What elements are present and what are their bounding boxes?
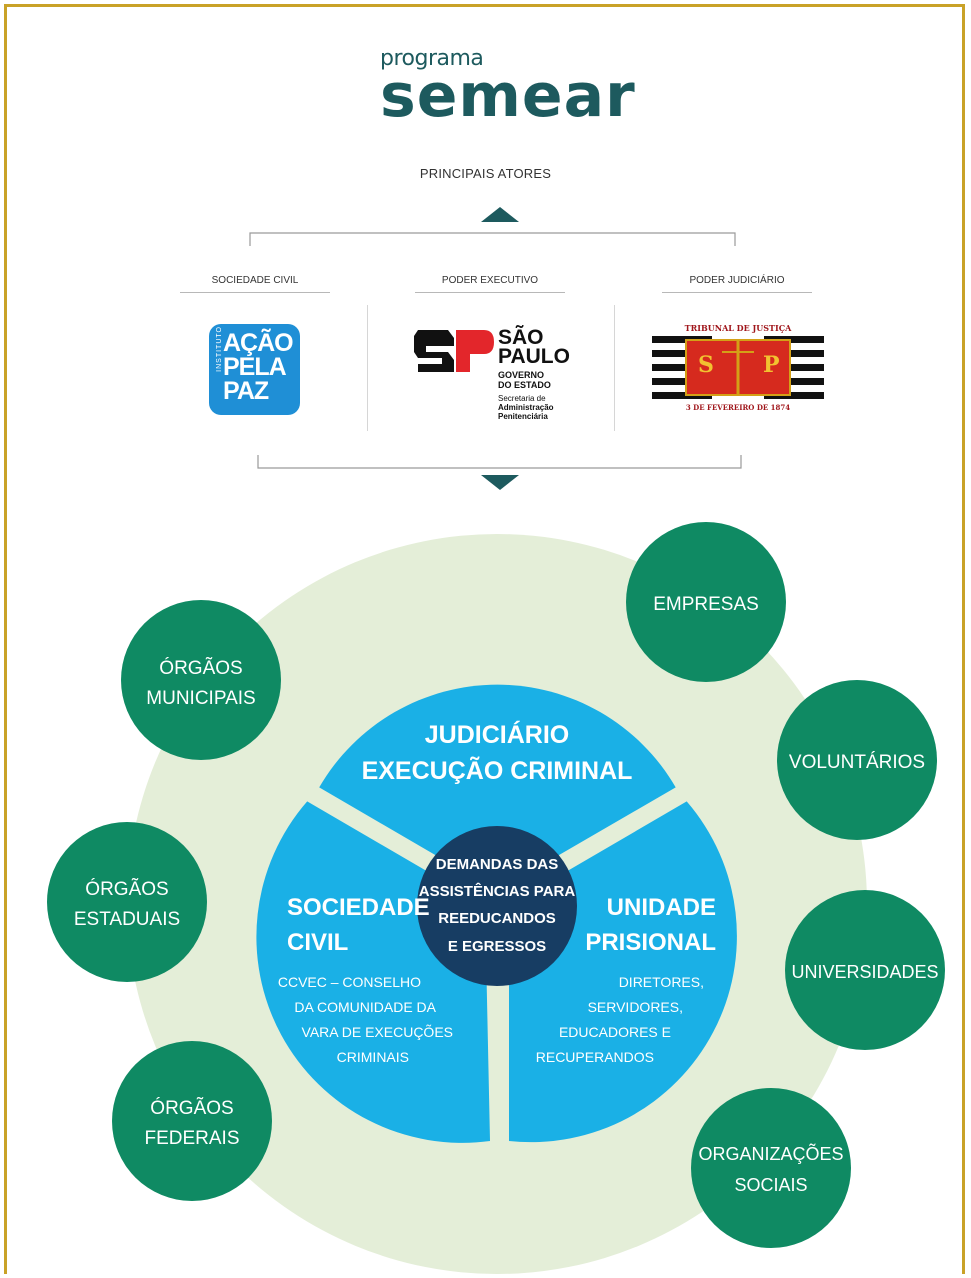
municipais-line2: MUNICIPAIS [146, 688, 255, 709]
sociedade-desc2: DA COMUNIDADE DA [294, 999, 436, 1015]
sp-mark-icon [414, 330, 494, 372]
sociedade-title1: SOCIEDADE [287, 894, 430, 921]
empresas-label: EMPRESAS [653, 594, 759, 615]
sociedade-title2: CIVIL [287, 929, 348, 956]
acao-pela-paz-logo: INSTITUTO AÇÃO PELA PAZ [209, 324, 300, 415]
label-poder-executivo: PODER EXECUTIVO [415, 275, 565, 293]
unidade-desc4: RECUPERANDOS [536, 1049, 654, 1065]
organizacoes-line2: SOCIAIS [734, 1175, 807, 1195]
circle-orgaos-estaduais [47, 822, 207, 982]
federais-line1: ÓRGÃOS [150, 1097, 233, 1119]
tribunal-de-justica-logo: TRIBUNAL DE JUSTIÇA S P 3 DE FEVEREIRO D… [652, 318, 824, 418]
sao-paulo-governo-logo: SÃO PAULO GOVERNO DO ESTADO Secretaria d… [414, 326, 574, 430]
judiciario-line1: JUDICIÁRIO [425, 720, 569, 749]
logo-word-2: PELA [223, 353, 287, 381]
unidade-desc3: EDUCADORES E [559, 1024, 671, 1040]
circle-empresas [626, 522, 786, 682]
tj-flag-icon [652, 334, 824, 401]
column-divider [614, 305, 615, 431]
arrow-up-icon [481, 207, 519, 222]
unidade-title2: PRISIONAL [585, 929, 716, 956]
federais-line2: FEDERAIS [144, 1128, 239, 1149]
unidade-title1: UNIDADE [607, 894, 716, 921]
circle-universidades [785, 890, 945, 1050]
tj-bottom-text: 3 DE FEVEREIRO DE 1874 [685, 403, 791, 412]
universidades-label: UNIVERSIDADES [791, 962, 938, 982]
circle-organizacoes-sociais [691, 1088, 851, 1248]
tj-letter-p: P [763, 352, 780, 378]
sp-gov-1: GOVERNO [498, 370, 545, 380]
organizacoes-line1: ORGANIZAÇÕES [698, 1143, 843, 1164]
municipais-line1: ÓRGÃOS [159, 657, 242, 679]
center-circle [417, 826, 577, 986]
label-sociedade-civil: SOCIEDADE CIVIL [180, 275, 330, 293]
sociedade-desc4: CRIMINAIS [337, 1049, 409, 1065]
logo-word-3: PAZ [223, 377, 269, 405]
logo-line2: semear [380, 61, 636, 131]
sociedade-desc3: VARA DE EXECUÇÕES [302, 1024, 453, 1040]
tj-letter-s: S [698, 352, 714, 378]
column-divider [367, 305, 368, 431]
sp-sec-2: Administração [498, 403, 554, 412]
center-line4: E EGRESSOS [448, 938, 546, 955]
principais-atores-heading: PRINCIPAIS ATORES [419, 166, 552, 181]
estaduais-line1: ÓRGÃOS [85, 878, 168, 900]
sp-title-2: PAULO [498, 345, 570, 368]
center-line3: REEDUCANDOS [438, 910, 556, 927]
label-poder-judiciario: PODER JUDICIÁRIO [662, 275, 812, 293]
sp-sec-1: Secretaria de [498, 394, 546, 403]
bottom-bracket [257, 455, 742, 469]
programa-semear-logo: programa semear [380, 46, 636, 131]
voluntarios-label: VOLUNTÁRIOS [789, 752, 925, 773]
center-line1: DEMANDAS DAS [436, 856, 559, 873]
unidade-desc1: DIRETORES, [619, 974, 704, 990]
page-frame [4, 4, 965, 1274]
logo-word-1: AÇÃO [223, 329, 294, 357]
sp-title-1: SÃO [498, 326, 544, 349]
circle-orgaos-federais [112, 1041, 272, 1201]
unidade-desc2: SERVIDORES, [588, 999, 683, 1015]
sp-gov-2: DO ESTADO [498, 380, 551, 390]
tj-top-text: TRIBUNAL DE JUSTIÇA [684, 323, 792, 333]
logo-line1: programa [380, 46, 484, 71]
sp-sec-3: Penitenciária [498, 412, 548, 421]
top-bracket [249, 232, 736, 246]
sociedade-desc1: CCVEC – CONSELHO [278, 974, 421, 990]
segment-judiciario [319, 684, 676, 891]
estaduais-line2: ESTADUAIS [74, 909, 180, 930]
arrow-down-icon [481, 475, 519, 490]
judiciario-line2: EXECUÇÃO CRIMINAL [362, 755, 633, 785]
center-line2: ASSISTÊNCIAS PARA [419, 882, 576, 900]
circle-orgaos-municipais [121, 600, 281, 760]
circle-voluntarios [777, 680, 937, 840]
